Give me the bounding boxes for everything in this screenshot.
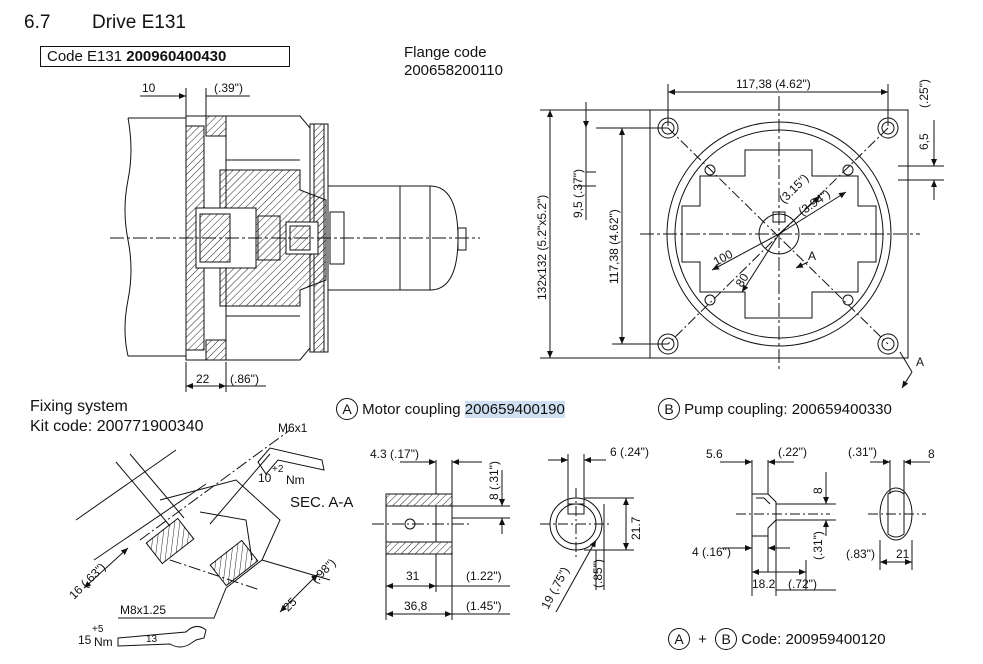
- dim-31-top: (.31"): [848, 445, 877, 459]
- motor-coupling-label: Motor coupling: [362, 401, 461, 418]
- dim-39: (.39"): [214, 81, 243, 95]
- section-aa-label: SEC. A-A: [290, 494, 354, 511]
- dim-10: 10: [142, 81, 156, 95]
- motor-coupling-view: [372, 454, 634, 620]
- combined-label: Code: 200959400120: [741, 631, 886, 648]
- fixing-kit: Kit code: 200771900340: [30, 418, 204, 435]
- dim-4-3: 4.3 (.17"): [370, 447, 419, 461]
- section-number: 6.7: [24, 12, 51, 33]
- motor-coupling: A Motor coupling 200659400190: [336, 398, 565, 420]
- dim-8-side: 8: [811, 487, 825, 494]
- dim-394: (3.94"): [796, 187, 833, 219]
- torque1-sup: +2: [272, 464, 284, 475]
- flange-code: 200658200110: [404, 62, 503, 79]
- dim-72: (.72"): [788, 577, 817, 591]
- flange-front-view: [540, 84, 944, 389]
- side-section-view: [110, 88, 480, 392]
- dim-6-24: 6 (.24"): [610, 445, 649, 459]
- dim-22-in: (.22"): [778, 445, 807, 459]
- motor-coupling-letter: A: [336, 398, 358, 420]
- dim-80: 80: [733, 271, 752, 290]
- dim-16: 16 (.63"): [66, 560, 108, 602]
- combined-letter-a: A: [668, 628, 690, 650]
- fixing-system-view: [75, 429, 331, 648]
- dim-18-2: 18.2: [752, 577, 776, 591]
- pump-coupling: B Pump coupling: 200659400330: [658, 398, 892, 420]
- section-a-upper: A: [808, 249, 816, 263]
- dim-86: (.86"): [230, 372, 259, 386]
- combined-code: A + B Code: 200959400120: [668, 628, 886, 650]
- m8-label: M8x1.25: [120, 603, 166, 617]
- dim-5-6: 5.6: [706, 447, 723, 461]
- dim-25: (.25"): [917, 79, 931, 108]
- code-value: 200960400430: [126, 48, 227, 65]
- pump-coupling-label: Pump coupling: 200659400330: [684, 401, 892, 418]
- dim-36-8: 36,8: [404, 599, 428, 613]
- dim-117-top: 117,38 (4.62"): [736, 77, 811, 91]
- m6-label: M6x1: [278, 421, 308, 435]
- section-title: Drive E131: [92, 12, 186, 33]
- dim-83: (.83"): [846, 547, 875, 561]
- torque1-unit: Nm: [286, 473, 305, 487]
- combined-plus: +: [698, 631, 707, 648]
- dim-25b: 25: [280, 595, 300, 615]
- dim-8-top: 8: [928, 447, 935, 461]
- dim-132: 132x132 (5.2"x5.2"): [535, 195, 549, 300]
- dim-31-side: (.31"): [811, 531, 825, 560]
- dim-117-side: 117,38 (4.62"): [607, 209, 621, 284]
- dim-100: 100: [711, 247, 736, 269]
- code-box: Code E131 200960400430: [40, 46, 290, 67]
- fixing-title: Fixing system: [30, 398, 128, 415]
- dim-22: 22: [196, 372, 210, 386]
- dim-21: 21: [896, 547, 910, 561]
- dim-31: 31: [406, 569, 420, 583]
- dim-8-31: 8 (.31"): [487, 461, 501, 500]
- pump-coupling-view: [720, 459, 930, 596]
- wrench-size: 13: [146, 634, 158, 645]
- pump-coupling-letter: B: [658, 398, 680, 420]
- torque2-value: 15: [78, 633, 92, 647]
- dim-1-45: (1.45"): [466, 599, 502, 613]
- section-a-lower: A: [916, 355, 924, 369]
- dim-4-16: 4 (.16"): [692, 545, 731, 559]
- motor-coupling-code: 200659400190: [464, 401, 565, 418]
- dim-21-7: 21.7: [629, 516, 643, 540]
- dim-85: (.85"): [591, 559, 605, 588]
- dim-9-5: 9,5 (.37"): [571, 169, 585, 218]
- code-label: Code E131: [47, 48, 123, 65]
- dim-19-75: 19 (.75"): [538, 565, 572, 612]
- dim-1-22: (1.22"): [466, 569, 502, 583]
- torque2-sup: +5: [92, 624, 104, 635]
- torque1-value: 10: [258, 471, 272, 485]
- flange-label: Flange code: [404, 44, 487, 61]
- dim-6-5: 6,5: [917, 133, 931, 150]
- combined-letter-b: B: [715, 628, 738, 650]
- dim-98: (.98"): [308, 556, 338, 586]
- torque2-unit: Nm: [94, 635, 113, 649]
